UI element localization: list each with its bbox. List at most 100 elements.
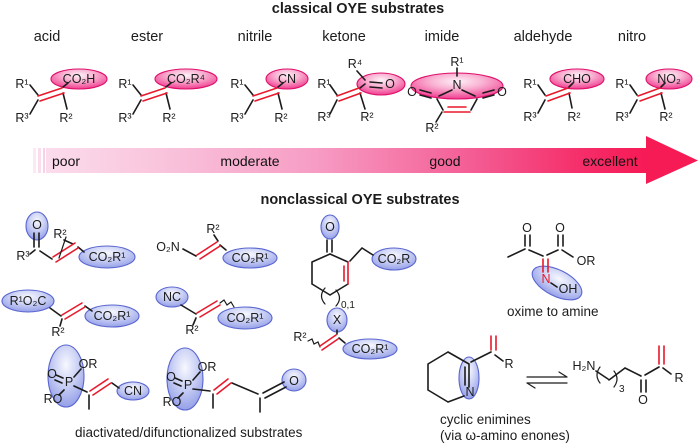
caption-enimines-2: (via ω-amino enones)	[440, 428, 570, 443]
ester-group-label: CO₂R	[378, 252, 411, 266]
bonds	[311, 239, 374, 296]
atom-label: R²	[185, 323, 198, 337]
caption-diactivated: diactivated/difunctionalized substrates	[75, 425, 303, 440]
nitrile-group-label: CN	[278, 72, 296, 86]
classical-title: classical OYE substrates	[271, 1, 445, 17]
atom-label: RO	[163, 395, 182, 409]
nitrile-group-label: CN	[124, 384, 142, 398]
activated-double-bond	[443, 106, 471, 113]
atom-label: OH	[559, 282, 578, 296]
atom-label: R²	[425, 121, 438, 135]
atom-label: N	[465, 385, 474, 399]
atom-label: R²	[206, 222, 219, 236]
bonds	[244, 82, 284, 115]
structure-diester: R¹O₂C R² CO₂R¹	[1, 289, 140, 339]
atom-label: OR	[577, 254, 596, 268]
arrow-stripe	[38, 148, 41, 173]
category-label-ester: ester	[130, 29, 164, 45]
atom-label: O	[289, 374, 299, 388]
pink-highlight-ellipse	[645, 68, 693, 90]
atom-label: R³	[15, 111, 28, 125]
arrow-label-moderate: moderate	[220, 153, 280, 169]
caption-oxime: oxime to amine	[507, 304, 599, 319]
blue-highlight-ellipse	[166, 347, 204, 411]
bonds	[419, 67, 495, 123]
structure-ketone: R¹ R³ R² R⁴ O	[317, 57, 406, 124]
structure-phosphonate-nitrile: O P OR RO CN	[44, 344, 150, 410]
atom-label: OR	[198, 360, 217, 374]
atom-label: R¹	[118, 77, 131, 91]
structure-oxime: O O N OH OR	[507, 221, 596, 301]
activated-double-bond	[196, 241, 221, 260]
nitro-group-label: NO₂	[657, 72, 681, 86]
blue-highlight-ellipse	[222, 247, 278, 269]
blue-highlight-ellipse	[25, 211, 49, 241]
activated-double-bond	[89, 378, 112, 396]
atom-label: P	[184, 378, 192, 392]
structure-cyclohexenone: O 0,1 CO₂R	[311, 214, 417, 311]
structure-vinyl-halide-ester: R² X CO₂R¹	[293, 307, 398, 360]
arrow-label-poor: poor	[52, 153, 81, 169]
structure-nitro: R¹ R³ R² NO₂	[615, 68, 693, 124]
category-label-nitro: nitro	[617, 29, 647, 45]
atom-label: R²	[293, 330, 306, 344]
atom-label: R²	[59, 111, 72, 125]
chain-repeat-label: 3	[619, 384, 625, 395]
structure-acid: R¹ R³ R² CO₂H	[15, 68, 108, 125]
equilibrium-arrows	[526, 371, 568, 389]
nonclassical-title: nonclassical OYE substrates	[260, 192, 460, 208]
exocyclic-double-bond	[658, 345, 665, 365]
nitro-group-label: O₂N	[156, 240, 180, 254]
activated-double-bond	[545, 87, 571, 102]
atom-label: N	[541, 272, 550, 286]
arrow-body	[46, 148, 646, 173]
atom-label: R³	[16, 249, 29, 263]
chain-repeat-parentheses	[596, 366, 618, 388]
atom-label: R³	[317, 110, 330, 124]
structure-amino-enone: H₂N 3 O R	[573, 345, 684, 407]
atom-label: X	[333, 313, 342, 327]
pink-highlight-ellipse	[50, 68, 108, 90]
atom-label: R¹	[523, 77, 536, 91]
category-label-acid: acid	[33, 29, 61, 45]
activated-double-bond	[336, 87, 362, 102]
pink-highlight-ellipse	[356, 72, 406, 96]
arrow-stripe	[43, 148, 45, 173]
atom-label: N	[452, 78, 461, 92]
structure-nitrile: R¹ R³ R² CN	[230, 68, 309, 125]
exocyclic-double-bond	[490, 335, 497, 351]
blue-highlight-ellipse	[281, 368, 307, 392]
activated-double-bond	[52, 242, 79, 263]
blue-highlight-ellipse	[84, 304, 140, 328]
atom-label: OR	[79, 357, 98, 371]
blue-highlight-ellipse	[320, 214, 340, 240]
pink-highlight-ellipse	[549, 68, 605, 90]
activated-double-bond	[140, 87, 168, 102]
structure-phosphonate-ketone: O P OR RO O	[163, 347, 307, 413]
atom-label: R²	[274, 111, 287, 125]
bonds	[29, 82, 69, 115]
atom-label: O	[407, 85, 417, 99]
activated-double-bond	[37, 87, 65, 102]
bonds	[537, 82, 574, 114]
bonds	[29, 232, 85, 260]
atom-label: O	[47, 367, 57, 381]
ester-group-label: CO₂R¹	[94, 309, 131, 323]
atom-label: O	[166, 370, 176, 384]
bonds	[427, 351, 504, 403]
bonds	[49, 305, 93, 327]
blue-highlight-ellipse	[78, 245, 136, 269]
bonds	[595, 366, 672, 393]
blue-highlight-ellipse	[116, 381, 150, 401]
bonds	[132, 82, 172, 115]
ester-group-label: CO₂R⁴	[167, 72, 205, 86]
atom-label: R³	[230, 111, 243, 125]
amine-group-label: H₂N	[573, 359, 596, 373]
arrow-label-excellent: excellent	[582, 153, 638, 169]
ring-size-label: 0,1	[341, 300, 355, 311]
atom-label: R	[504, 357, 513, 371]
ester-group-label: R¹O₂C	[10, 294, 47, 308]
atom-label: R²	[567, 110, 580, 124]
atom-label: R²	[53, 227, 66, 241]
